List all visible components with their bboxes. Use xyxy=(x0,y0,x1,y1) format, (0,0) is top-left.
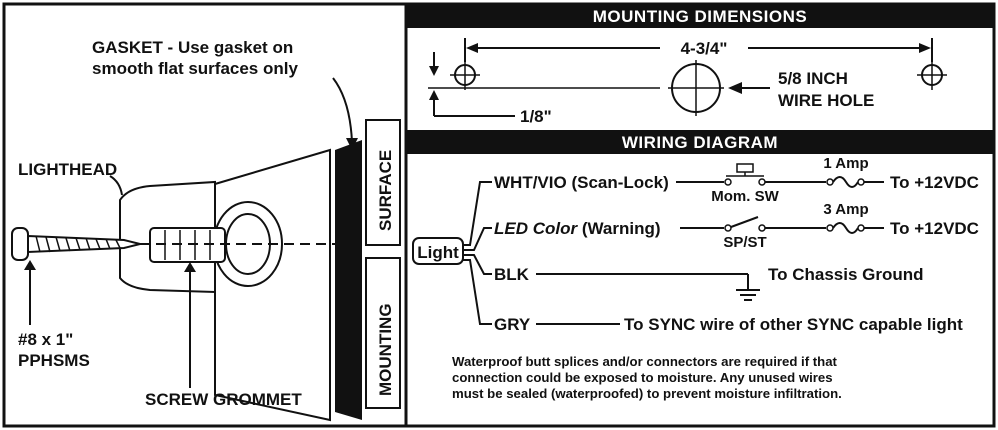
wire-1-fuse xyxy=(832,176,859,188)
waterproof-note-line2: connection could be exposed to moisture.… xyxy=(452,370,833,385)
wire-3-dest: To Chassis Ground xyxy=(768,265,924,284)
wire-4-dest: To SYNC wire of other SYNC capable light xyxy=(624,315,963,334)
wire-path-1 xyxy=(463,181,492,246)
wire-1-switch-button xyxy=(736,163,754,173)
width-dimension-label: 4-3/4" xyxy=(681,39,728,58)
wire-2-switch-contact-a xyxy=(724,224,732,232)
mounting-label: MOUNTING xyxy=(376,303,395,396)
wire-2-switch-blade xyxy=(730,216,759,228)
wiring-diagram-header-bar xyxy=(406,130,994,154)
wire-hole-arrowhead xyxy=(728,82,742,94)
mounting-surface-top xyxy=(365,119,401,246)
screw-label-line2: PPHSMS xyxy=(18,351,90,370)
wire-2-dest: To +12VDC xyxy=(890,219,979,238)
gasket-label-line2: smooth flat surfaces only xyxy=(92,59,298,78)
mounting-surface-bottom xyxy=(365,257,401,409)
wire-2-name-rest: (Warning) xyxy=(577,219,660,238)
wire-path-4 xyxy=(463,259,492,325)
screw-label-line1: #8 x 1" xyxy=(18,330,73,349)
wire-1-switch-contact-b xyxy=(758,178,766,186)
wire-2-fuse-contact-b xyxy=(857,224,865,232)
wire-1-switch-contact-a xyxy=(724,178,732,186)
wire-2-name: LED Color (Warning) xyxy=(494,219,661,238)
grommet-label: SCREW GROMMET xyxy=(145,390,302,409)
wire-1-fuse-contact-b xyxy=(857,178,865,186)
screw-thread xyxy=(27,234,141,254)
gasket-arrow xyxy=(332,77,353,143)
offset-arrowhead-down xyxy=(429,66,439,76)
offset-dimension-label: 1/8" xyxy=(520,107,552,126)
wire-3-name: BLK xyxy=(494,265,530,284)
gasket-shape xyxy=(335,140,362,420)
waterproof-note-line1: Waterproof butt splices and/or connector… xyxy=(452,354,838,369)
wire-2-fuse xyxy=(832,222,859,234)
wire-hole-label-line2: WIRE HOLE xyxy=(778,91,874,110)
lighthead-arrow xyxy=(109,175,123,196)
wire-2-name-italic: LED Color xyxy=(494,219,578,238)
wiring-diagram-section: WIRING DIAGRAM Light WHT/VIO (Scan-Lock)… xyxy=(406,130,994,401)
light-label: Light xyxy=(417,243,459,262)
wire-hole-label-line1: 5/8 INCH xyxy=(778,69,848,88)
wire-1-name: WHT/VIO (Scan-Lock) xyxy=(494,173,669,192)
wire-1-dest: To +12VDC xyxy=(890,173,979,192)
mounting-dimensions-header-bar xyxy=(406,4,994,28)
wire-2-fuse-contact-a xyxy=(826,224,834,232)
wire-1-fuse-contact-a xyxy=(826,178,834,186)
dim-arrow-left xyxy=(466,43,478,53)
mounting-side-view: GASKET - Use gasket on smooth flat surfa… xyxy=(11,38,401,422)
gasket-label-line1: GASKET - Use gasket on xyxy=(92,38,293,57)
screw-arrowhead xyxy=(24,260,36,270)
mounting-dimensions-section: MOUNTING DIMENSIONS 4-3/4" 5/8 INCH WIRE… xyxy=(406,4,994,126)
offset-arrowhead-up xyxy=(429,90,439,100)
screw-head xyxy=(11,227,29,261)
wire-2-fuse-label: 3 Amp xyxy=(823,201,868,218)
wire-path-2 xyxy=(463,227,492,251)
wire-4-name: GRY xyxy=(494,315,531,334)
wiring-diagram-header: WIRING DIAGRAM xyxy=(622,133,778,152)
wire-path-3 xyxy=(463,254,492,275)
wire-1-switch-label: Mom. SW xyxy=(711,188,779,205)
screw-thread-lines xyxy=(35,235,121,253)
mounting-dimensions-header: MOUNTING DIMENSIONS xyxy=(593,7,807,26)
grommet-arrowhead xyxy=(184,262,196,272)
wire-1-fuse-label: 1 Amp xyxy=(823,155,868,172)
wire-2-switch-contact-b xyxy=(758,224,766,232)
lighthead-body xyxy=(214,148,331,422)
waterproof-note-line3: must be sealed (waterproofed) to prevent… xyxy=(452,386,842,401)
surface-label: SURFACE xyxy=(376,150,395,231)
wire-2-switch-label: SP/ST xyxy=(723,234,766,251)
lighthead-label: LIGHTHEAD xyxy=(18,160,117,179)
lighthead-boss-inner xyxy=(225,213,271,275)
dim-arrow-right xyxy=(919,43,931,53)
